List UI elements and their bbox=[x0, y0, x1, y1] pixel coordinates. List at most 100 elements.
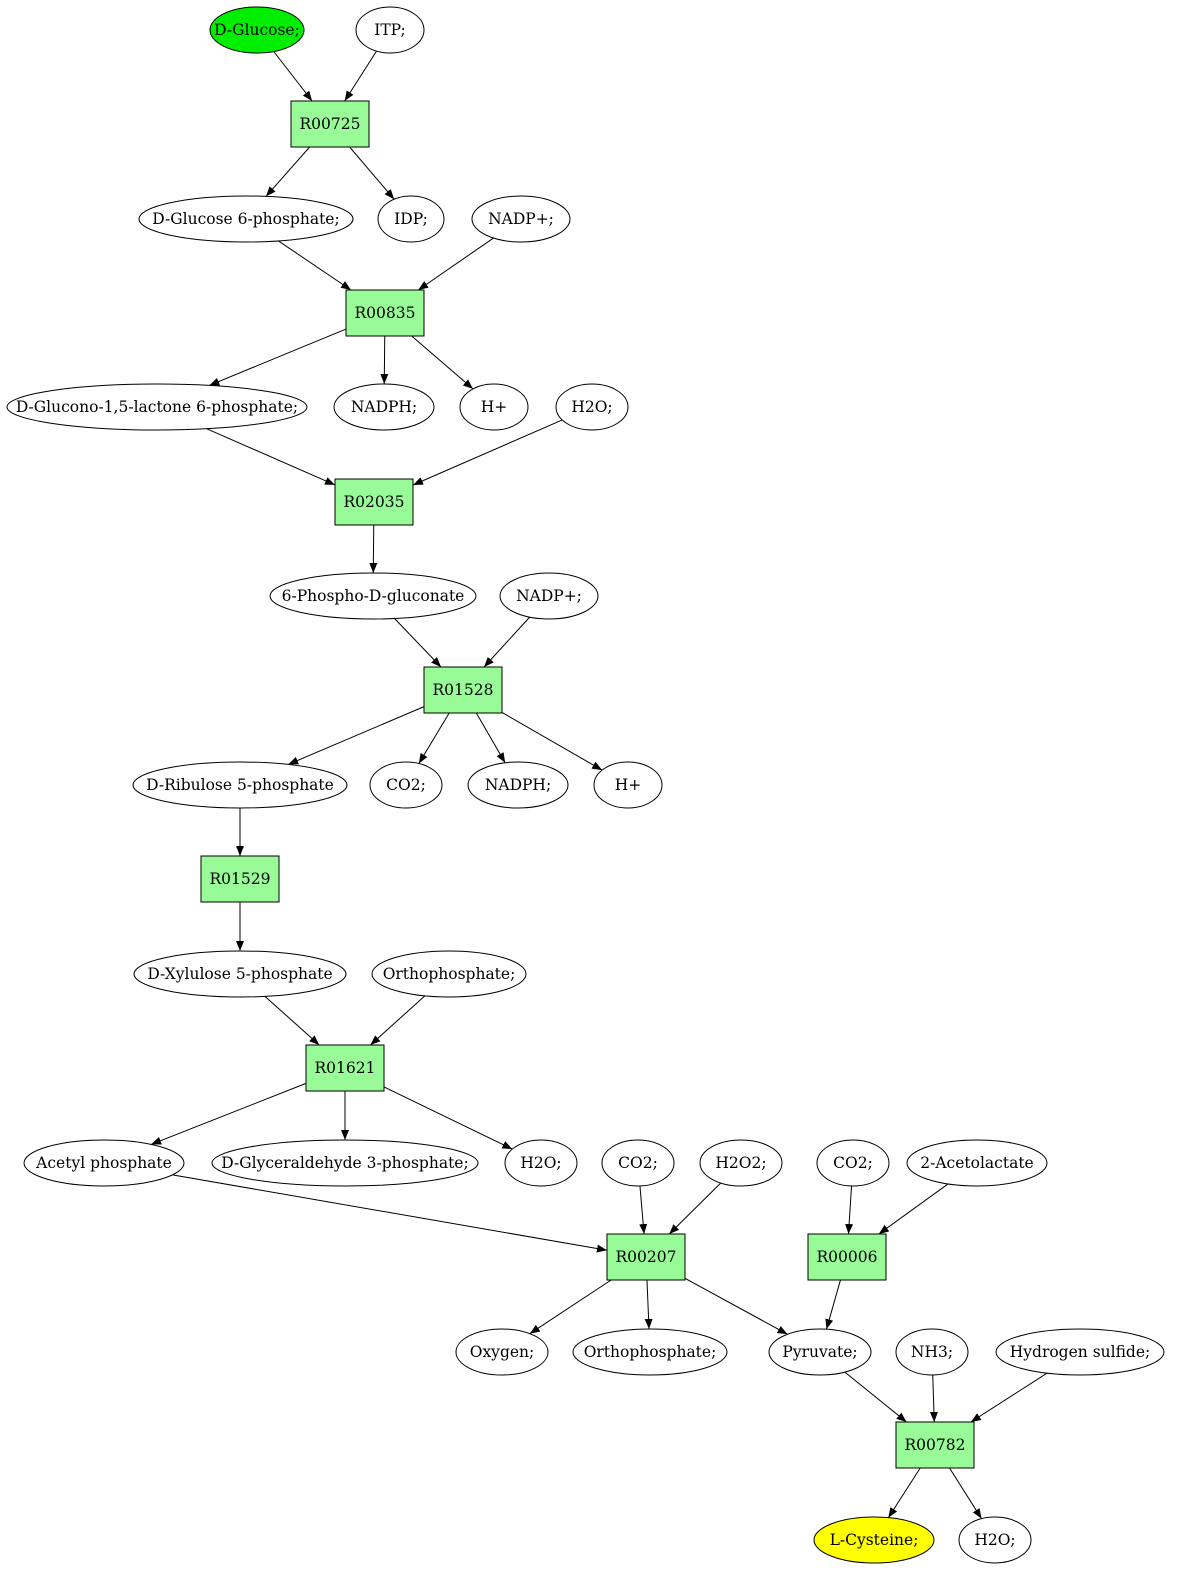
compound-label: 2-Acetolactate bbox=[920, 1154, 1033, 1172]
compound-label: Oxygen; bbox=[470, 1343, 535, 1361]
edge-c_pyruvate-to-r00782 bbox=[844, 1371, 907, 1423]
reaction-node-r00835: R00835 bbox=[345, 289, 425, 337]
compound-ellipse bbox=[371, 950, 527, 998]
edge-r00782-to-c_h2o3 bbox=[949, 1467, 982, 1519]
edge-r00207-to-c_ortho2 bbox=[644, 1279, 653, 1330]
compound-label: D-Glucono-1,5-lactone 6-phosphate; bbox=[16, 398, 298, 416]
edge-r00835-to-c_glucono bbox=[209, 328, 347, 386]
compound-ellipse bbox=[813, 1516, 935, 1564]
compound-ellipse bbox=[504, 1139, 578, 1187]
nodes-layer: R00725R00835R02035R01528R01529R01621R002… bbox=[6, 6, 1165, 1564]
edge-c_nadp2-to-r01528 bbox=[483, 616, 531, 668]
compound-label: NADP+; bbox=[516, 587, 582, 605]
compound-label: Orthophosphate; bbox=[383, 965, 516, 983]
edge-r01528-to-c_co2a bbox=[418, 712, 450, 764]
compound-ellipse bbox=[895, 1328, 969, 1376]
reaction-box bbox=[807, 1233, 887, 1281]
edge-r02035-to-c_6pg bbox=[369, 524, 378, 574]
compound-ellipse bbox=[455, 1328, 549, 1376]
reaction-node-r00006: R00006 bbox=[807, 1233, 887, 1281]
reaction-label: R01528 bbox=[433, 681, 494, 699]
compound-ellipse bbox=[6, 383, 308, 431]
compound-ellipse bbox=[333, 383, 435, 431]
compound-label: D-Ribulose 5-phosphate bbox=[146, 776, 334, 794]
compound-node-c_oxygen: Oxygen; bbox=[455, 1328, 549, 1376]
compound-label: NADPH; bbox=[351, 398, 417, 416]
compound-label: CO2; bbox=[386, 776, 426, 794]
edge-r00835-to-c_nadph1 bbox=[380, 335, 389, 385]
compound-label: Hydrogen sulfide; bbox=[1010, 1343, 1151, 1361]
reaction-label: R00006 bbox=[817, 1248, 878, 1266]
reaction-label: R01621 bbox=[315, 1059, 376, 1077]
edge-c_acetylp-to-r00207 bbox=[172, 1174, 608, 1253]
compound-ellipse bbox=[601, 1139, 675, 1187]
edge-c_nh3-to-r00782 bbox=[929, 1374, 938, 1423]
compound-node-c_co2c: CO2; bbox=[816, 1139, 890, 1187]
compound-node-c_g6p: D-Glucose 6-phosphate; bbox=[138, 195, 354, 243]
reaction-label: R02035 bbox=[344, 493, 405, 511]
reaction-label: R00782 bbox=[905, 1436, 966, 1454]
compound-node-c_dglucose: D-Glucose; bbox=[209, 6, 305, 54]
reaction-box bbox=[423, 666, 503, 714]
compound-node-c_6pg: 6-Phospho-D-gluconate bbox=[269, 572, 477, 620]
edge-c_itp-to-r00725 bbox=[344, 50, 377, 102]
edge-c_dglucose-to-r00725 bbox=[273, 51, 313, 102]
compound-label: Acetyl phosphate bbox=[35, 1154, 172, 1172]
edge-r01621-to-c_acetylp bbox=[150, 1082, 307, 1145]
edge-r00207-to-c_pyruvate bbox=[684, 1277, 788, 1335]
compound-label: NH3; bbox=[911, 1343, 953, 1361]
edge-r00006-to-c_pyruvate bbox=[825, 1279, 841, 1330]
compound-label: L-Cysteine; bbox=[830, 1531, 919, 1549]
compound-ellipse bbox=[471, 195, 571, 243]
compound-ellipse bbox=[269, 572, 477, 620]
compound-label: Orthophosphate; bbox=[584, 1343, 717, 1361]
compound-node-c_lcys: L-Cysteine; bbox=[813, 1516, 935, 1564]
reaction-box bbox=[290, 100, 370, 148]
compound-node-c_h2s: Hydrogen sulfide; bbox=[995, 1328, 1165, 1376]
compound-ellipse bbox=[23, 1139, 185, 1187]
compound-label: NADPH; bbox=[485, 776, 551, 794]
compound-ellipse bbox=[467, 761, 569, 809]
reaction-box bbox=[895, 1421, 975, 1469]
compound-node-c_h2o2x: H2O2; bbox=[699, 1139, 783, 1187]
compound-ellipse bbox=[555, 383, 629, 431]
reaction-node-r00207: R00207 bbox=[606, 1233, 686, 1281]
edge-c_glucono-to-r02035 bbox=[206, 428, 336, 486]
compound-label: D-Xylulose 5-phosphate bbox=[147, 965, 332, 983]
compound-label: Pyruvate; bbox=[782, 1343, 857, 1361]
reaction-label: R00725 bbox=[300, 115, 361, 133]
compound-label: CO2; bbox=[618, 1154, 658, 1172]
compound-ellipse bbox=[768, 1328, 872, 1376]
edge-c_h2o2x-to-r00207 bbox=[668, 1182, 722, 1235]
edge-r00725-to-c_g6p bbox=[265, 146, 311, 197]
compound-label: D-Glyceraldehyde 3-phosphate; bbox=[221, 1154, 468, 1172]
compound-label: IDP; bbox=[394, 210, 428, 228]
compound-node-c_nh3: NH3; bbox=[895, 1328, 969, 1376]
compound-label: ITP; bbox=[374, 21, 406, 39]
compound-label: H2O; bbox=[520, 1154, 561, 1172]
reaction-node-r00725: R00725 bbox=[290, 100, 370, 148]
compound-node-c_nadph1: NADPH; bbox=[333, 383, 435, 431]
edge-c_nadp1-to-r00835 bbox=[417, 237, 494, 291]
reaction-box bbox=[345, 289, 425, 337]
edge-c_co2b-to-r00207 bbox=[639, 1185, 648, 1235]
compound-ellipse bbox=[138, 195, 354, 243]
compound-node-c_ortho1: Orthophosphate; bbox=[371, 950, 527, 998]
reaction-node-r01529: R01529 bbox=[200, 855, 280, 903]
compound-label: H2O; bbox=[571, 398, 612, 416]
compound-ellipse bbox=[459, 383, 529, 431]
compound-label: CO2; bbox=[833, 1154, 873, 1172]
compound-label: H+ bbox=[481, 398, 508, 416]
compound-ellipse bbox=[816, 1139, 890, 1187]
compound-ellipse bbox=[593, 761, 663, 809]
compound-node-c_acetolactate: 2-Acetolactate bbox=[906, 1139, 1048, 1187]
edge-r01621-to-c_h2o2 bbox=[383, 1086, 513, 1150]
edge-r01528-to-c_nadph2 bbox=[475, 712, 506, 764]
compound-ellipse bbox=[209, 6, 305, 54]
compound-ellipse bbox=[995, 1328, 1165, 1376]
reaction-node-r00782: R00782 bbox=[895, 1421, 975, 1469]
reaction-node-r02035: R02035 bbox=[334, 478, 414, 526]
reaction-node-r01528: R01528 bbox=[423, 666, 503, 714]
compound-ellipse bbox=[211, 1139, 479, 1187]
